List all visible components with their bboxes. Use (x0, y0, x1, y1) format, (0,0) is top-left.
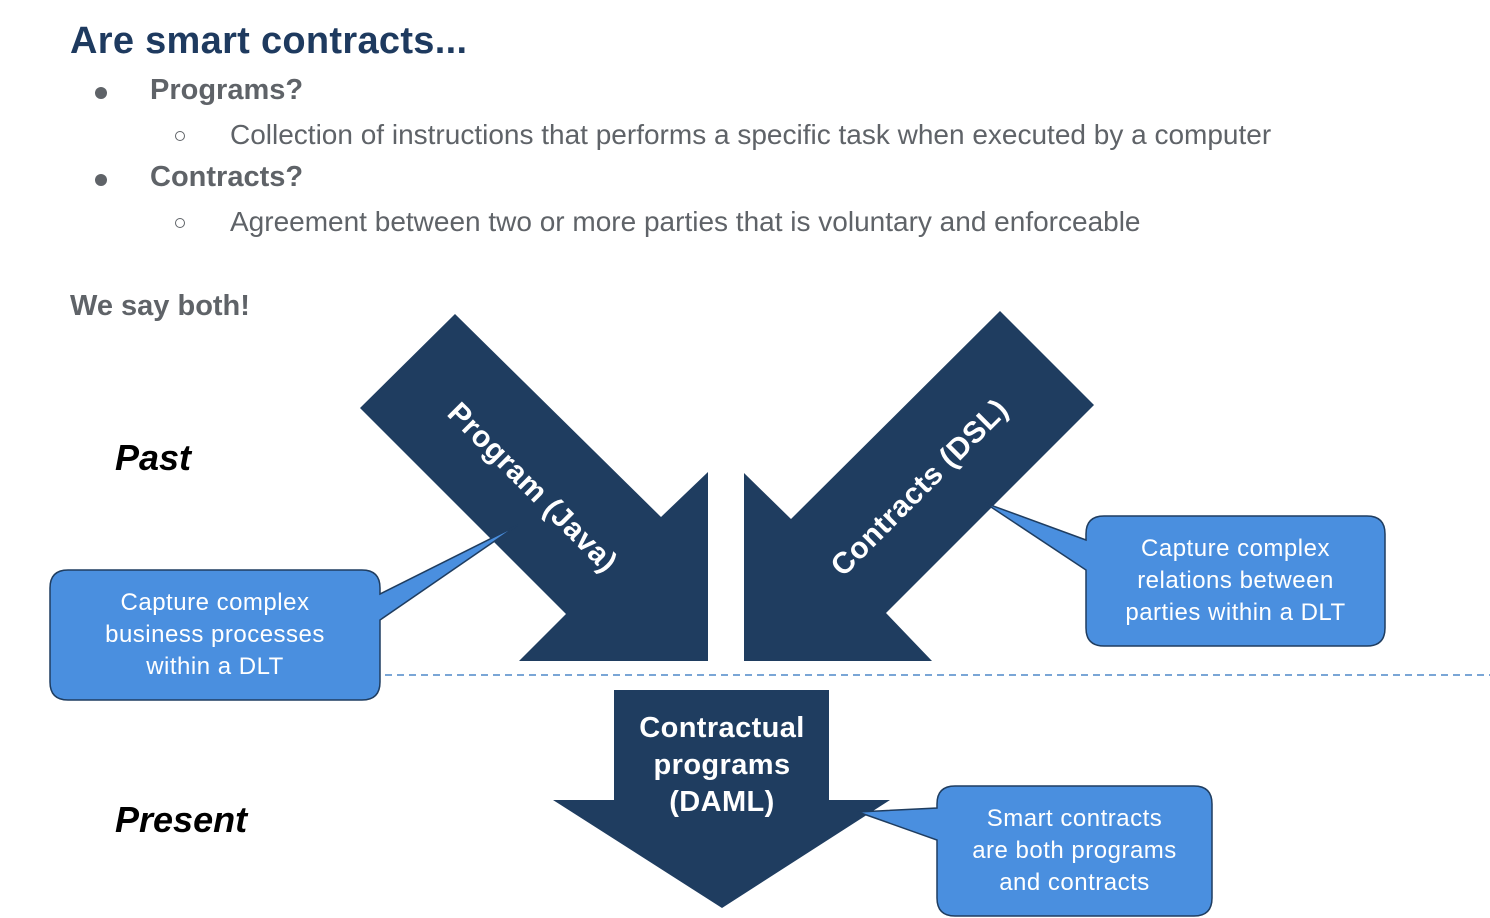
down-label-line: (DAML) (669, 786, 775, 818)
callout-left-text: Capture complex business processes withi… (50, 570, 380, 700)
callout-line: and contracts (999, 869, 1150, 896)
bullet-dot (95, 174, 107, 186)
program-arrow (360, 314, 708, 661)
sub-bullet-circle (175, 218, 185, 228)
bullet-programs: Programs? (150, 74, 304, 106)
era-label-past: Past (115, 437, 192, 478)
conclusion-text: We say both! (70, 290, 250, 322)
down-label-line: Contractual (639, 712, 805, 744)
bullet-contracts-definition: Agreement between two or more parties th… (230, 206, 1141, 237)
slide-title: Are smart contracts... (70, 20, 468, 62)
callout-line: are both programs (972, 837, 1177, 864)
callout-line: parties within a DLT (1125, 599, 1346, 626)
callout-line: Capture complex (120, 589, 310, 616)
callout-line: relations between (1137, 567, 1334, 594)
callout-line: Capture complex (1141, 535, 1330, 562)
callout-bottom-text: Smart contracts are both programs and co… (937, 786, 1212, 916)
contracts-arrow (744, 311, 1094, 661)
callout-line: business processes (105, 621, 325, 648)
contractual-programs-arrow (553, 690, 890, 908)
bullet-dot (95, 87, 107, 99)
callout-right-text: Capture complex relations between partie… (1086, 516, 1385, 646)
callout-left-shape (49, 524, 519, 701)
bullet-contracts: Contracts? (150, 161, 304, 193)
sub-bullet-circle (175, 131, 185, 141)
callout-line: within a DLT (146, 653, 284, 680)
contractual-programs-label: Contractual programs (DAML) (615, 710, 829, 821)
callout-bottom-shape (857, 785, 1213, 917)
era-label-present: Present (115, 799, 248, 840)
callout-line: Smart contracts (986, 805, 1163, 832)
callout-right-shape (984, 502, 1386, 647)
down-label-line: programs (653, 749, 791, 781)
bullet-programs-definition: Collection of instructions that performs… (230, 119, 1272, 150)
